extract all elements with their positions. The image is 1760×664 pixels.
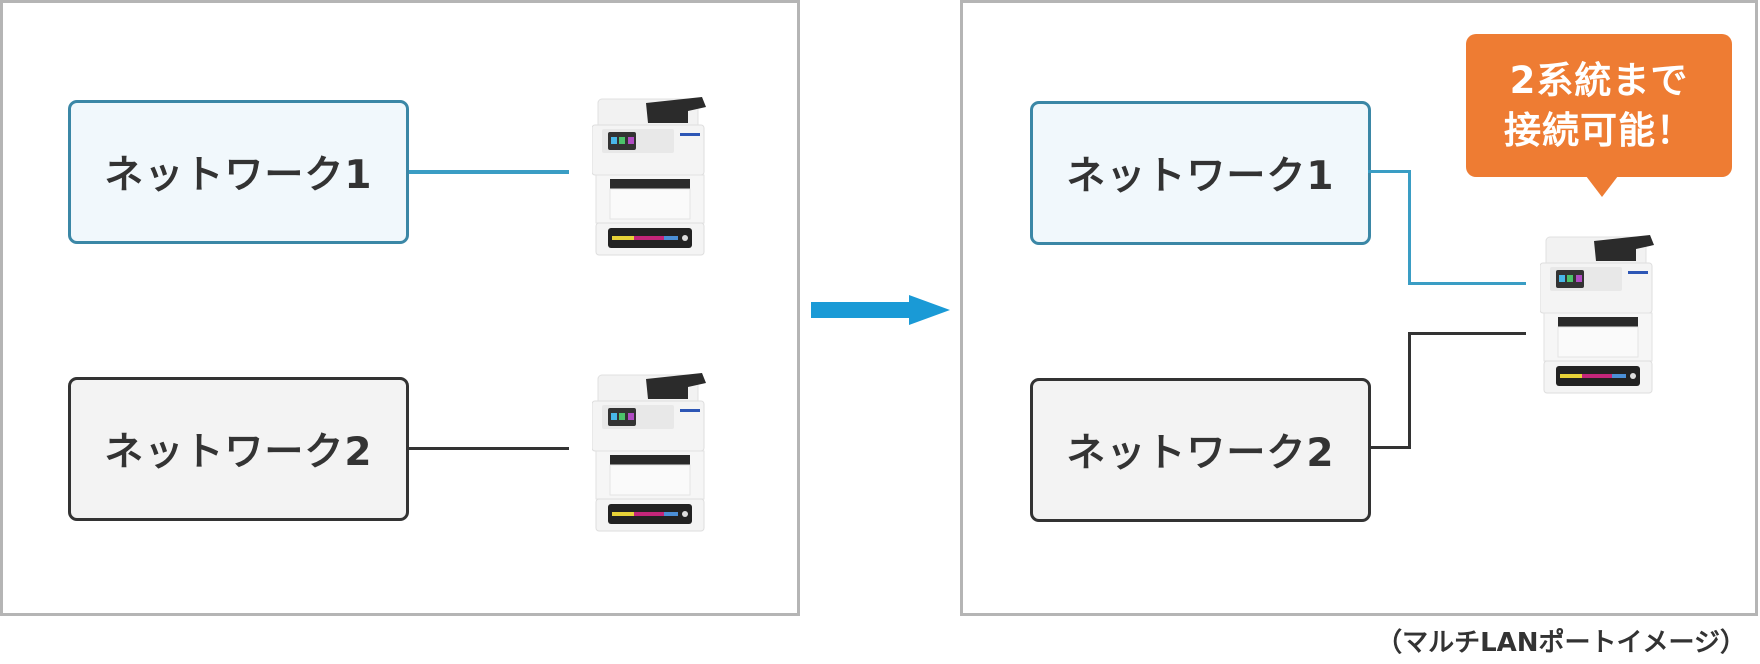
printer-body	[1540, 235, 1654, 394]
callout-line2: 接続可能！	[1504, 108, 1694, 152]
before-network2-label: ネットワーク2	[104, 430, 373, 475]
after-network2-cable-segment	[1408, 332, 1411, 449]
after-network2-cable-segment	[1408, 332, 1526, 335]
after-network2-box: ネットワーク2	[1030, 378, 1371, 522]
right-arrow-icon	[811, 295, 950, 325]
after-network2-label: ネットワーク2	[1066, 431, 1335, 476]
callout-bubble: 2系統まで 接続可能！	[1466, 34, 1732, 177]
after-network1-label: ネットワーク1	[1066, 154, 1335, 199]
before-network1-box: ネットワーク1	[68, 100, 409, 244]
printer-icon	[592, 97, 706, 256]
after-network2-cable-segment	[1368, 446, 1411, 449]
callout-tail	[1586, 176, 1618, 197]
after-network1-cable-segment	[1408, 170, 1411, 285]
before-network2-box: ネットワーク2	[68, 377, 409, 521]
after-network1-cable-segment	[1368, 170, 1411, 173]
before-network2-cable	[409, 447, 569, 450]
callout-line1: 2系統まで	[1509, 58, 1689, 102]
printer-icon	[592, 373, 706, 532]
caption: （マルチLANポートイメージ）	[1376, 628, 1746, 658]
printer-body	[592, 97, 706, 256]
printer-body	[592, 373, 706, 532]
before-network1-cable	[409, 170, 569, 174]
before-network1-label: ネットワーク1	[104, 153, 373, 198]
after-network1-cable-segment	[1408, 282, 1526, 285]
printer-icon	[1540, 235, 1654, 394]
after-network1-box: ネットワーク1	[1030, 101, 1371, 245]
